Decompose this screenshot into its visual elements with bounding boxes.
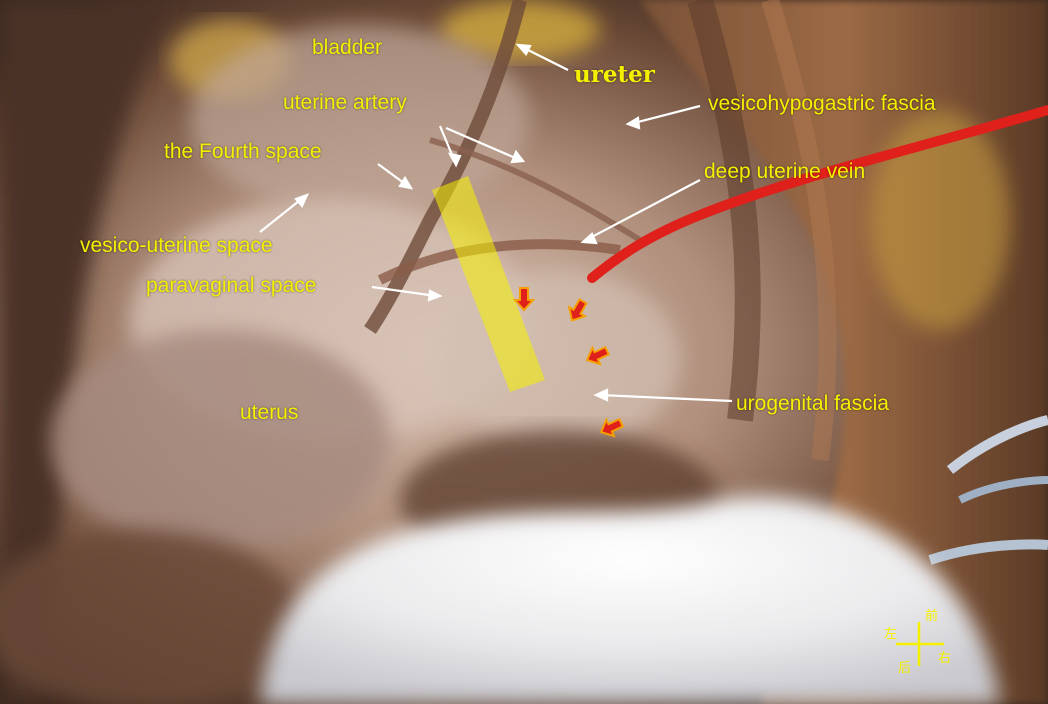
label-ureter: ureter: [574, 61, 655, 88]
compass-left: 左: [884, 627, 897, 642]
label-deep-uterine-vein: deep uterine vein: [704, 160, 866, 183]
arrow-paravaginal-space: [371, 285, 437, 298]
label-bladder: bladder: [312, 36, 383, 59]
label-vesico-uterine-space: vesico-uterine space: [80, 234, 273, 257]
arrow-head: [625, 116, 641, 130]
arrow-head: [580, 232, 598, 245]
label-uterine-artery: uterine artery: [283, 91, 407, 114]
orientation-compass: 前 左 右 后: [884, 608, 951, 676]
red-arrow-markers: [512, 287, 625, 438]
compass-right: 右: [938, 651, 951, 666]
arrow-head: [510, 149, 526, 164]
red-arrow-marker: [599, 417, 625, 438]
arrow-head: [427, 289, 443, 302]
marker-line: [587, 105, 1048, 283]
pointer-arrows: [259, 43, 733, 403]
arrow-vesicohypogastric-fascia: [629, 104, 701, 126]
arrow-head: [447, 152, 462, 168]
arrow-uterine-artery-2: [445, 126, 521, 162]
arrow-head: [593, 388, 609, 402]
label-uterus: uterus: [240, 401, 299, 424]
red-arrow-marker: [512, 287, 536, 312]
arrow-vesico-uterine-space: [259, 196, 305, 233]
arrow-deep-uterine-vein: [585, 179, 701, 241]
highlight-band: [432, 176, 545, 392]
compass-front: 前: [925, 608, 938, 624]
red-arrow-marker: [585, 345, 611, 366]
label-fourth-space: the Fourth space: [164, 140, 322, 163]
compass-back: 后: [898, 661, 911, 676]
label-vesicohypogastric-fascia: vesicohypogastric fascia: [708, 92, 936, 115]
label-paravaginal-space: paravaginal space: [146, 274, 317, 297]
red-arrow-marker: [567, 297, 588, 322]
arrow-urogenital-fascia: [599, 393, 733, 403]
arrow-head: [398, 175, 414, 190]
arrow-head: [294, 193, 310, 209]
label-urogenital-fascia: urogenital fascia: [736, 392, 889, 415]
arrow-head: [515, 43, 532, 56]
